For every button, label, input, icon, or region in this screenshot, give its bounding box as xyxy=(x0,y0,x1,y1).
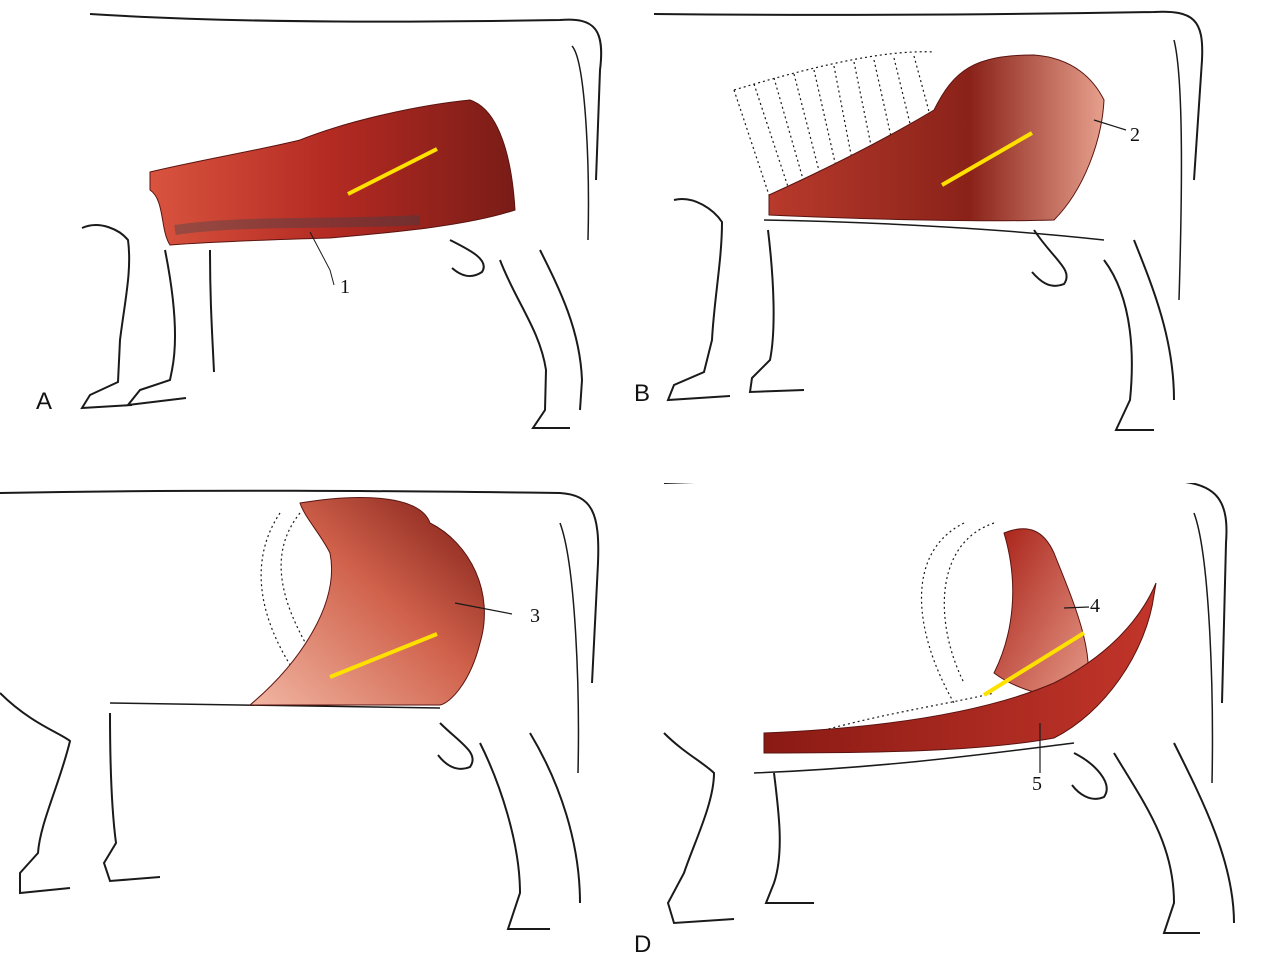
dotted-contours-d xyxy=(814,523,994,733)
panel-a: A 1 xyxy=(0,0,634,483)
leader-line-1 xyxy=(310,232,334,285)
cow-outline-b xyxy=(654,12,1202,430)
cow-diagram-b xyxy=(634,0,1268,483)
panel-b: B 2 xyxy=(634,0,1268,483)
callout-5: 5 xyxy=(1032,773,1042,796)
callout-1: 1 xyxy=(340,276,350,299)
callout-2: 2 xyxy=(1130,124,1140,147)
callout-4: 4 xyxy=(1090,595,1100,618)
muscle-obliquus-externus xyxy=(769,55,1104,221)
cow-outline-d xyxy=(664,483,1234,933)
panel-label-d: D xyxy=(634,931,651,959)
cow-diagram-c xyxy=(0,483,634,966)
panel-label-b: B xyxy=(634,380,650,408)
panel-label-a: A xyxy=(36,388,52,416)
muscle-transversus-abdominis xyxy=(994,529,1088,696)
callout-3: 3 xyxy=(530,605,540,628)
panel-c: 3 xyxy=(0,483,634,966)
muscle-obliquus-internus xyxy=(250,498,484,705)
panel-d: D 4 5 xyxy=(634,483,1268,966)
cow-diagram-d xyxy=(634,483,1268,966)
cow-outline-c xyxy=(0,491,598,929)
cow-diagram-a xyxy=(0,0,634,483)
